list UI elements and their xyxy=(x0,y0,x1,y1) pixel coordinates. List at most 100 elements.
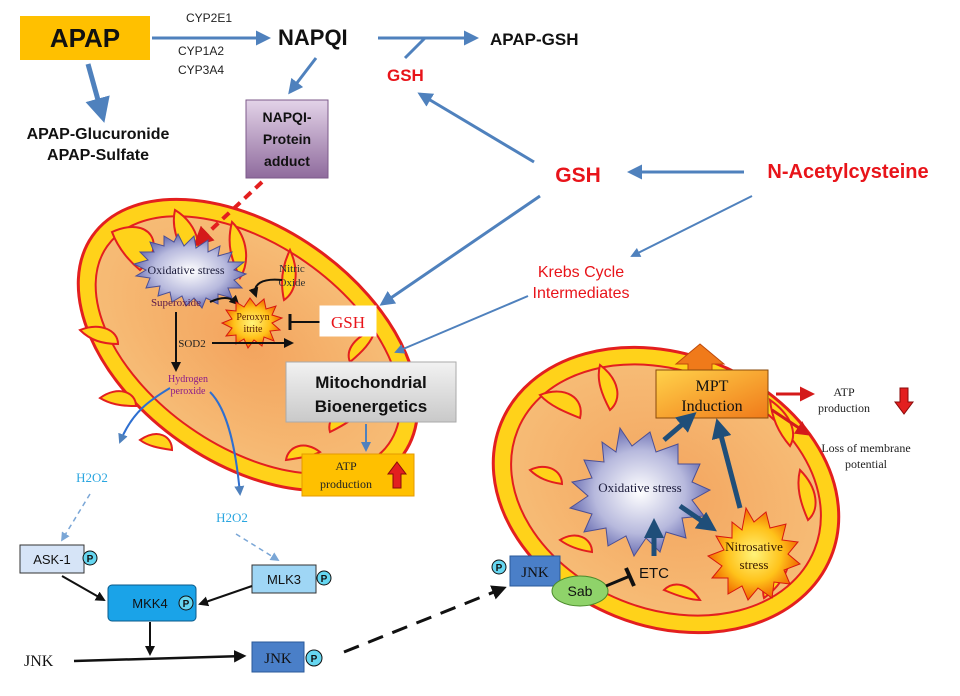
phospho-icon-mito-jnk xyxy=(491,559,507,575)
ask1-label: ASK-1 xyxy=(33,552,71,567)
sab-node: Sab xyxy=(551,575,609,607)
sab-inhibits-etc xyxy=(605,574,631,588)
arrow-jnk-to-mitochondria xyxy=(343,585,507,654)
arrow-oxidative-to-nitrosative xyxy=(678,503,717,532)
krebs-line1: Krebs Cycle xyxy=(538,264,624,281)
mito-jnk-label: JNK xyxy=(521,565,549,581)
membrane-line1: Loss of membrane xyxy=(821,441,910,455)
mlk3-node: MLK3 P xyxy=(251,564,332,594)
peroxynitrite-line2: itrite xyxy=(244,324,263,335)
adduct-line3: adduct xyxy=(264,153,310,169)
oxidative-stress-burst-right xyxy=(568,426,712,558)
ask1-node: ASK-1 P xyxy=(19,544,98,574)
nitric-oxide-line2: Oxide xyxy=(279,277,306,289)
oxidative-stress-left-label: Oxidative stress xyxy=(148,263,225,277)
adduct-line1: NAPQI- xyxy=(263,109,312,125)
jnk-plain-label: JNK xyxy=(24,653,54,670)
phospho-icon-mkk4 xyxy=(178,595,194,611)
arrow-adduct-to-mito xyxy=(193,180,264,247)
oxidative-stress-right-label: Oxidative stress xyxy=(598,480,681,495)
peroxynitrite-line1: Peroxyn xyxy=(236,312,269,323)
atp-down-arrow-icon xyxy=(894,387,914,415)
h2o2-right-label: H2O2 xyxy=(216,510,248,525)
atp-up-arrow-icon xyxy=(387,461,407,489)
peroxynitrite-burst xyxy=(220,297,284,349)
mito-jnk-node: P JNK xyxy=(491,555,561,587)
etc-label: ETC xyxy=(639,565,669,582)
bioenergetics-line1: Mitochondrial xyxy=(315,373,426,392)
nitrosative-line2: stress xyxy=(740,557,769,572)
atp-production-box-left: ATP production xyxy=(301,453,415,497)
mpt-line1: MPT xyxy=(696,378,729,395)
superoxide-label: Superoxide xyxy=(151,297,201,309)
arrow-napqi-to-adduct xyxy=(288,57,318,95)
arrow-mpt-to-membrane xyxy=(771,408,811,436)
hydrogen-peroxide-line1: Hydrogen xyxy=(168,374,208,385)
sod2-label: SOD2 xyxy=(178,338,206,350)
arrow-nitrosative-to-mpt xyxy=(711,418,743,509)
arrow-ask1-to-mkk4 xyxy=(61,575,106,601)
sab-label: Sab xyxy=(568,583,593,599)
apap-label: APAP xyxy=(50,23,120,53)
phospho-label-mkk4: P xyxy=(183,599,190,610)
mkk4-node: MKK4 P xyxy=(107,584,197,622)
mkk4-label: MKK4 xyxy=(132,596,167,611)
arrow-h2o2-to-mlk3 xyxy=(235,533,280,561)
adduct-line2: Protein xyxy=(263,131,311,147)
atp-left-line1: ATP xyxy=(335,459,357,473)
arrow-oxidative-to-mpt xyxy=(662,412,697,442)
napqi-label: NAPQI xyxy=(278,25,348,50)
enzyme-cyp1a2: CYP1A2 xyxy=(178,44,224,58)
phospho-label-mito-jnk: P xyxy=(496,563,503,574)
atp-left-line2: production xyxy=(320,477,372,491)
krebs-line2: Intermediates xyxy=(533,285,630,302)
jnk-box-node: JNK P xyxy=(251,641,323,673)
arrow-h2o2-out-left xyxy=(118,387,171,444)
h2o2-left-label: H2O2 xyxy=(76,470,108,485)
arrow-gsh-to-gsh-small xyxy=(417,92,535,164)
arrow-apap-to-conjugates xyxy=(85,63,110,123)
phospho-label-mlk3: P xyxy=(321,574,328,585)
atp-right-line1: ATP xyxy=(833,385,855,399)
jnk-box-label: JNK xyxy=(264,651,292,667)
phospho-label-ask1: P xyxy=(87,554,94,565)
glucuronide-label: APAP-Glucuronide xyxy=(27,126,170,143)
atp-right-line2: production xyxy=(818,401,870,415)
phospho-icon-jnk xyxy=(305,649,323,667)
mlk3-label: MLK3 xyxy=(267,572,301,587)
phospho-label-jnk: P xyxy=(311,654,318,665)
nitrosative-line1: Nitrosative xyxy=(725,539,783,554)
gsh-big-label: GSH xyxy=(555,164,601,187)
mpt-induction-box: MPT Induction xyxy=(655,343,769,419)
arrow-no-to-peroxynitrite xyxy=(248,278,283,298)
arrow-krebs-to-bioenergetics xyxy=(394,295,529,354)
arrow-h2o2-out-right xyxy=(209,391,245,496)
gsh-join-line xyxy=(403,36,427,60)
nitrosative-stress-burst xyxy=(706,506,801,601)
apap-gsh-label: APAP-GSH xyxy=(490,30,578,49)
arrow-gsh-to-mito-gsh xyxy=(379,194,541,306)
hydrogen-peroxide-line2: peroxide xyxy=(171,386,207,397)
bioenergetics-line2: Bioenergetics xyxy=(315,397,427,416)
apap-box: APAP xyxy=(20,16,150,60)
sulfate-label: APAP-Sulfate xyxy=(47,147,149,164)
arrow-mlk3-to-mkk4 xyxy=(198,585,253,607)
gsh-small-label: GSH xyxy=(387,66,424,85)
mito-gsh-label: GSH xyxy=(331,313,365,332)
membrane-line2: potential xyxy=(845,457,888,471)
arrow-jnk-to-pjnk xyxy=(73,650,247,663)
napqi-protein-adduct-box: NAPQI- Protein adduct xyxy=(245,99,329,179)
enzyme-cyp3a4: CYP3A4 xyxy=(178,63,224,77)
oxidative-stress-burst-left xyxy=(132,232,248,309)
mpt-line2: Induction xyxy=(681,398,742,415)
mitochondrial-bioenergetics-box: Mitochondrial Bioenergetics xyxy=(285,361,457,423)
enzyme-cyp2e1: CYP2E1 xyxy=(186,11,232,25)
arrow-h2o2-to-ask1 xyxy=(61,493,91,542)
phospho-icon-ask1 xyxy=(82,550,98,566)
mito-gsh-box xyxy=(319,305,377,337)
nitric-oxide-line1: Nitric xyxy=(279,263,305,275)
etc-inhibition-bar xyxy=(624,567,636,587)
arrow-nac-to-krebs xyxy=(630,195,753,257)
